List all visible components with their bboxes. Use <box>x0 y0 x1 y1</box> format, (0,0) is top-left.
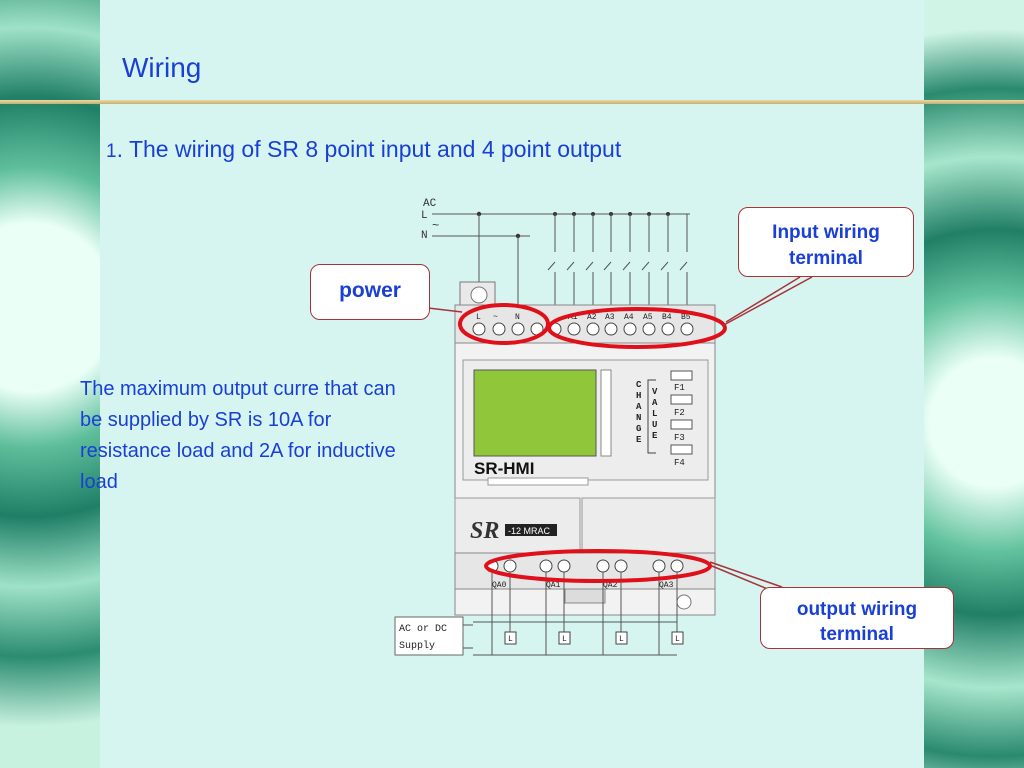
supply-line2: Supply <box>399 640 435 652</box>
slide-title: Wiring <box>122 52 202 83</box>
lcd-side-window <box>600 369 612 457</box>
model-text: -12 MRAC <box>508 526 551 536</box>
output-wiring-callout: output wiring terminal <box>760 587 954 649</box>
terminal-label-b4: B4 <box>662 313 672 322</box>
model-badge <box>505 524 557 536</box>
f3-label: F3 <box>674 433 685 443</box>
terminal-label-a3: A3 <box>605 313 615 322</box>
output-terminal-highlight <box>484 549 712 583</box>
lcd-screen <box>473 369 597 457</box>
l-line-label: L <box>421 210 428 222</box>
output-wiring <box>473 572 678 656</box>
f1-key[interactable] <box>670 370 693 381</box>
n-line-label: N <box>421 230 428 242</box>
blank-panel <box>581 497 716 554</box>
power-terminal-highlight <box>458 303 550 345</box>
load-label-3: L <box>619 635 624 644</box>
power-callout: power <box>310 264 430 320</box>
terminal-label-qa2: QA2 <box>603 581 618 590</box>
input-wiring-callout: Input wiring terminal <box>738 207 914 277</box>
power-terminal-labels: L ~ N <box>476 313 520 322</box>
terminal-label-a5: A5 <box>643 313 653 322</box>
line-junctions <box>476 211 670 239</box>
output-callout-line2: terminal <box>820 624 894 645</box>
input-callout-line2: terminal <box>789 248 863 269</box>
terminal-label-a2: A2 <box>587 313 597 322</box>
f4-label: F4 <box>674 458 685 468</box>
output-callout-line1: output wiring <box>796 599 918 620</box>
terminal-label-a1: A1 <box>568 313 578 322</box>
label-slot <box>487 477 589 486</box>
ac-wave-symbol: ~ <box>432 219 439 233</box>
ac-label: AC <box>423 198 437 210</box>
din-clip <box>564 588 606 604</box>
input-terminal-labels: A1 A2 A3 A4 A5 B4 B5 <box>568 313 691 322</box>
power-pointer <box>427 307 463 313</box>
load-label-2: L <box>562 635 567 644</box>
max-output-note: The maximum output curre that can be sup… <box>80 378 396 493</box>
load-label-4: L <box>675 635 680 644</box>
terminal-label-n: N <box>515 313 520 322</box>
sr-logo: SR <box>470 518 499 544</box>
supply-line1: AC or DC <box>399 624 447 635</box>
terminal-label-b5: B5 <box>681 313 691 322</box>
load-label-1: L <box>508 635 513 644</box>
input-terminal-highlight <box>547 307 727 349</box>
load-symbols <box>504 631 684 645</box>
slide-subtitle: 1. The wiring of SR 8 point input and 4 … <box>106 136 621 163</box>
supply-leads <box>463 624 473 649</box>
terminal-label-qa0: QA0 <box>492 581 507 590</box>
f1-label: F1 <box>674 383 685 393</box>
input-pointer <box>721 276 813 327</box>
output-terminal-labels: QA0 QA1 QA2 QA3 <box>492 581 674 590</box>
f3-key[interactable] <box>670 419 693 430</box>
mount-hole <box>676 594 692 610</box>
f2-label: F2 <box>674 408 685 418</box>
title-divider <box>0 100 1024 104</box>
load-labels: L L L L <box>508 635 680 644</box>
terminal-label-a4: A4 <box>624 313 634 322</box>
input-screws <box>472 322 694 336</box>
input-switches <box>547 214 688 312</box>
terminal-label-l: L <box>476 313 481 322</box>
bracket <box>647 379 656 454</box>
input-callout-line1: Input wiring <box>772 222 880 243</box>
f2-key[interactable] <box>670 394 693 405</box>
function-keys: F1 F2 F3 F4 <box>670 370 693 468</box>
terminal-label-qa1: QA1 <box>546 581 561 590</box>
subtitle-number: 1 <box>106 141 117 162</box>
sr-hmi-label: SR-HMI <box>474 459 534 478</box>
supply-box <box>394 616 464 656</box>
terminal-label-wave: ~ <box>493 313 498 322</box>
subtitle-text: . The wiring of SR 8 point input and 4 p… <box>116 136 622 162</box>
terminal-label-qa3: QA3 <box>659 581 674 590</box>
f4-key[interactable] <box>670 444 693 455</box>
left-decorative-border <box>0 0 100 768</box>
output-pointer <box>709 561 783 591</box>
power-screw-hole <box>470 286 488 304</box>
